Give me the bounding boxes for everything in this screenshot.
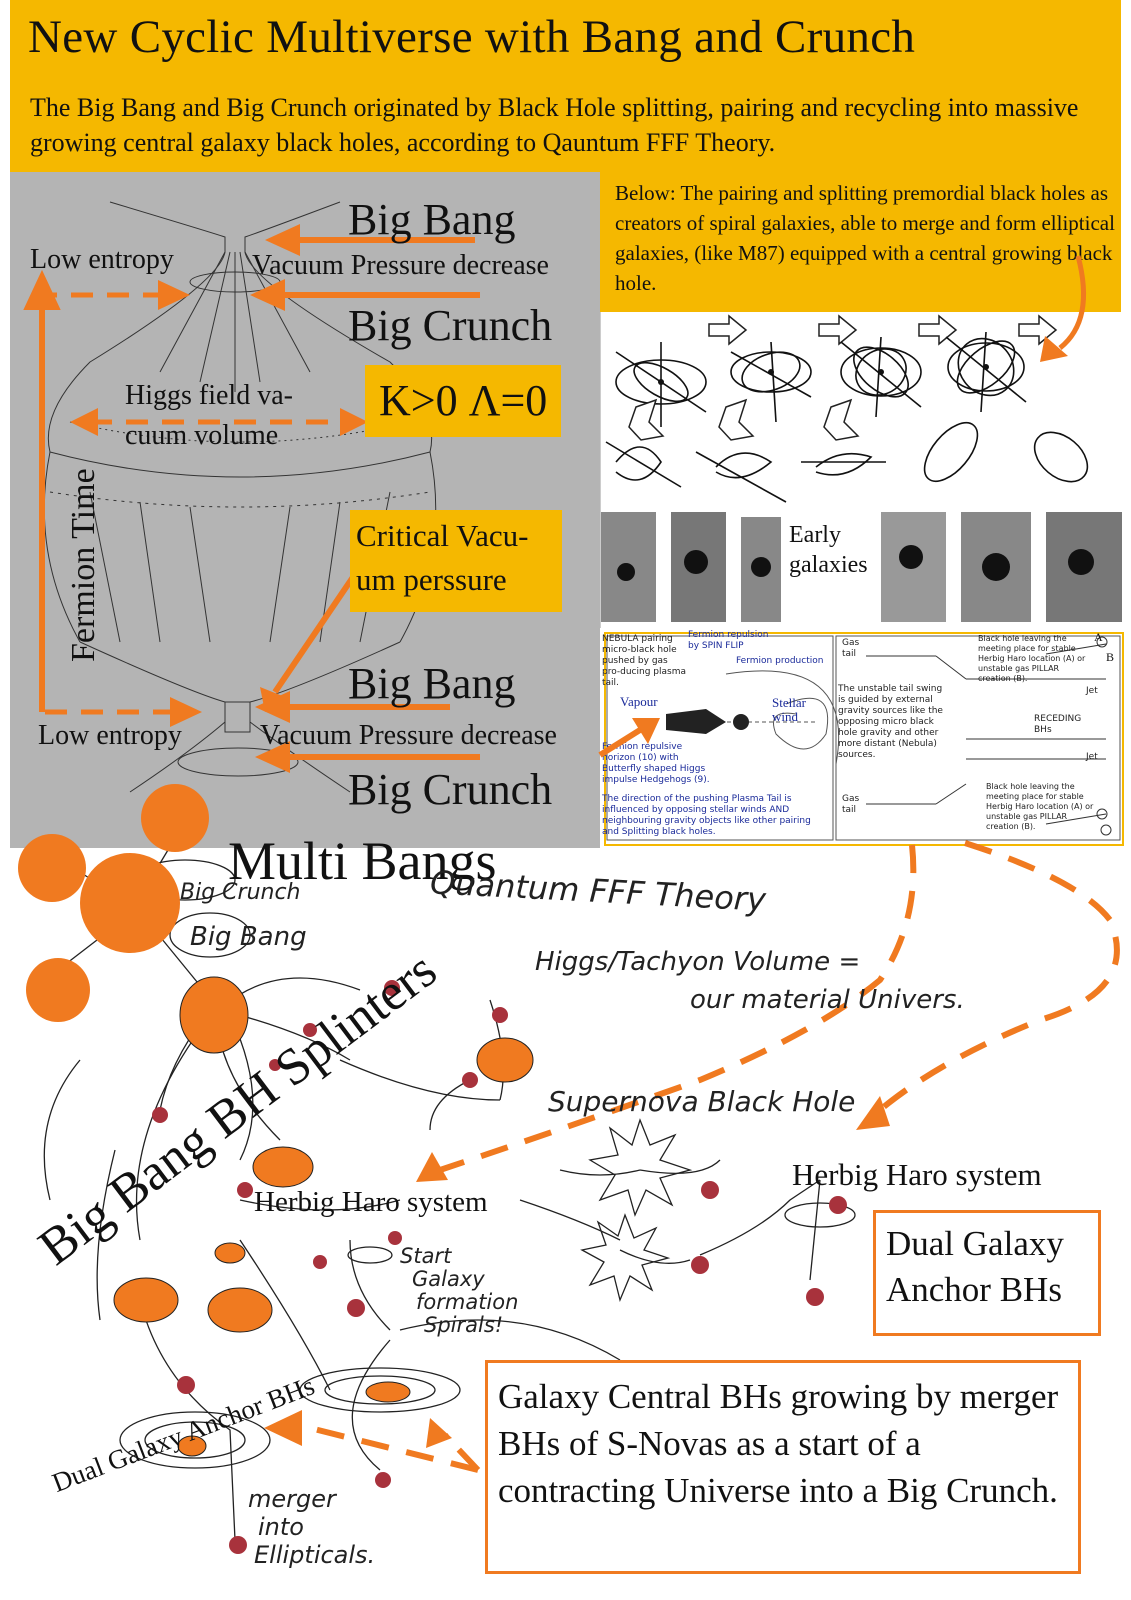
start-galaxy-line2: Galaxy <box>412 1267 485 1291</box>
header-banner <box>10 0 1121 172</box>
start-galaxy-line3: formation <box>416 1290 519 1314</box>
nebula-text: NEBULA pairing micro-black hole pushed b… <box>602 634 686 688</box>
low-entropy-top-label: Low entropy <box>30 244 174 275</box>
early-galaxies-line1: Early <box>789 522 841 548</box>
merger-line2: into <box>258 1513 304 1541</box>
k-lambda-box: K>0 Λ=0 <box>365 365 562 437</box>
critical-line1: Critical Vacu- <box>356 518 529 553</box>
unstable-tail-text: The unstable tail swing is guided by ext… <box>838 684 943 760</box>
supernova-handwritten: Supernova Black Hole <box>548 1085 856 1118</box>
jet-bottom-label: Jet <box>1086 752 1098 762</box>
higgs-volume-line1: Higgs/Tachyon Volume = <box>535 947 861 977</box>
merger-line3: Ellipticals. <box>254 1541 376 1569</box>
low-entropy-bottom-label: Low entropy <box>38 720 182 751</box>
central-bh-box: Galaxy Central BHs growing by merger BHs… <box>485 1360 1081 1574</box>
big-crunch-handwritten: Big Crunch <box>180 880 301 905</box>
start-galaxy-note: Start Galaxy formation Spirals! <box>400 1245 518 1337</box>
universe-sketch <box>23 201 480 793</box>
multi-bangs-title: Multi Bangs <box>228 831 497 891</box>
bh-leaving-top-text: Black hole leaving the meeting place for… <box>978 634 1086 683</box>
note-pointer-arrow <box>1040 255 1086 362</box>
direction-text: The direction of the pushing Plasma Tail… <box>602 794 811 837</box>
cyclic-universe-panel: Big Bang Low entropy Vacuum Pressure dec… <box>10 172 600 848</box>
jet-top-label: Jet <box>1086 686 1098 696</box>
bh-leaving-bottom-text: Black hole leaving the meeting place for… <box>986 782 1094 831</box>
early-galaxies-label: Early galaxies <box>786 520 871 580</box>
gas-tail-top-label: Gas tail <box>842 638 860 659</box>
higgs-field-line2: cuum volume <box>125 420 279 451</box>
vapour-label: Vapour <box>620 694 658 709</box>
big-bang-handwritten: Big Bang <box>190 922 307 952</box>
right-note-text: Below: The pairing and splitting premord… <box>615 181 1115 295</box>
merger-note: merger into Ellipticals. <box>248 1485 375 1569</box>
start-galaxy-line1: Start <box>400 1244 452 1268</box>
fermion-horizon-text: Fermion repulsive horizon (10) with Butt… <box>602 742 710 785</box>
vacuum-pressure-bottom-label: Vacuum Pressure decrease <box>260 720 557 751</box>
critical-line2: um perssure <box>356 562 507 597</box>
label-b: B <box>1106 650 1115 664</box>
label-a: A <box>1094 630 1103 644</box>
dual-anchor-box: Dual Galaxy Anchor BHs <box>873 1210 1101 1336</box>
big-bang-top-label: Big Bang <box>348 195 516 244</box>
herbig-haro-right-label: Herbig Haro system <box>792 1157 1042 1192</box>
higgs-field-line1: Higgs field va- <box>125 380 293 411</box>
big-crunch-top-label: Big Crunch <box>348 301 553 350</box>
right-note-box <box>600 172 1121 312</box>
critical-vacuum-box: Critical Vacu- um perssure <box>350 510 562 612</box>
vacuum-pressure-top-label: Vacuum Pressure decrease <box>252 250 549 281</box>
merger-sketch <box>601 314 1122 622</box>
herbig-haro-left-label: Herbig Haro system <box>254 1186 488 1218</box>
dual-anchor-box-text: Dual Galaxy Anchor BHs <box>886 1224 1064 1309</box>
start-galaxy-line4: Spirals! <box>424 1313 504 1337</box>
galaxy-merger-panel: Early galaxies <box>600 312 1122 628</box>
page-subtitle: The Big Bang and Big Crunch originated b… <box>30 93 1079 157</box>
higgs-volume-line2: our material Univers. <box>690 985 965 1015</box>
fermion-repulsion-text: Fermion repulsion by SPIN FLIP <box>688 630 769 651</box>
early-galaxies-line2: galaxies <box>789 552 868 578</box>
gas-tail-bottom-label: Gas tail <box>842 794 860 815</box>
central-bh-text: Galaxy Central BHs growing by merger BHs… <box>498 1377 1059 1510</box>
big-crunch-bottom-label: Big Crunch <box>348 765 553 814</box>
fermion-production-text: Fermion production <box>736 656 824 666</box>
big-bang-bottom-label: Big Bang <box>348 659 516 708</box>
page-title: New Cyclic Multiverse with Bang and Crun… <box>28 11 916 63</box>
receding-bhs-label: RECEDING BHs <box>1034 714 1082 735</box>
merger-line1: merger <box>248 1485 336 1513</box>
stellar-wind-label: Stellar wind <box>772 695 806 724</box>
nebula-pairing-panel: NEBULA pairing micro-black hole pushed b… <box>602 630 1124 846</box>
